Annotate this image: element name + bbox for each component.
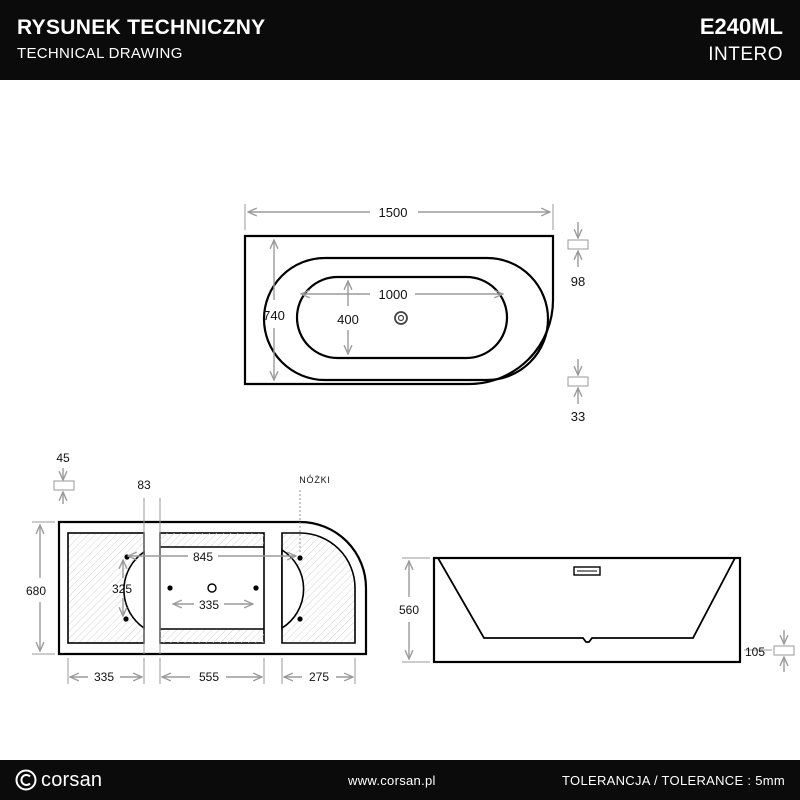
dim-length: 1500 [379, 205, 408, 220]
dim-rim-top: 98 [571, 274, 585, 289]
basin-outline [295, 275, 509, 360]
tub-outline-side [432, 556, 742, 664]
foot-dot [123, 616, 129, 622]
foot-dot [297, 616, 303, 622]
dim-basin-width: 400 [337, 312, 359, 327]
title-polish: RYSUNEK TECHNICZNY [17, 16, 266, 39]
foot-dot [253, 585, 259, 591]
feet-label: NÓŻKI [299, 475, 331, 485]
dim-height: 560 [399, 603, 419, 617]
technical-drawing: 1500 740 1000 400 98 33 [26, 204, 795, 684]
dim-680: 680 [26, 584, 46, 598]
dim-45: 45 [56, 451, 70, 465]
series-name: INTERO [708, 44, 783, 65]
title-english: TECHNICAL DRAWING [17, 45, 183, 62]
corsan-logo-icon [15, 769, 37, 791]
dim-335-inner: 335 [199, 598, 219, 612]
drain-icon [394, 311, 408, 325]
tub-outline-top [243, 234, 555, 386]
bottom-view: NÓŻKI 45 83 680 845 325 335 [26, 451, 368, 684]
dim-83: 83 [137, 478, 151, 492]
dim-555: 555 [199, 670, 219, 684]
dim-width: 740 [263, 308, 285, 323]
foot-dot [297, 555, 303, 561]
foot-dot [124, 554, 130, 560]
dim-drain-height: 105 [745, 645, 765, 659]
header-bar: RYSUNEK TECHNICZNY TECHNICAL DRAWING E24… [0, 0, 800, 80]
dim-rim-bottom: 33 [571, 409, 585, 424]
foot-dot [167, 585, 173, 591]
dim-275: 275 [309, 670, 329, 684]
brand-name: corsan [41, 768, 103, 791]
tub-inner-rim [262, 256, 550, 382]
top-view: 1500 740 1000 400 98 33 [243, 204, 589, 424]
side-view: 560 105 [399, 556, 795, 672]
dim-335: 335 [94, 670, 114, 684]
dim-845: 845 [193, 550, 213, 564]
drain-icon [207, 583, 217, 593]
footer-bar: corsan www.corsan.pl TOLERANCJA / TOLERA… [0, 760, 800, 800]
tolerance-text: TOLERANCJA / TOLERANCE : 5mm [562, 773, 785, 788]
dim-325: 325 [112, 582, 132, 596]
website-link[interactable]: www.corsan.pl [348, 773, 436, 788]
tub-outline-bottom [57, 520, 368, 656]
dim-basin-length: 1000 [379, 287, 408, 302]
model-code: E240ML [699, 14, 783, 39]
brand-logo[interactable]: corsan [15, 769, 102, 791]
